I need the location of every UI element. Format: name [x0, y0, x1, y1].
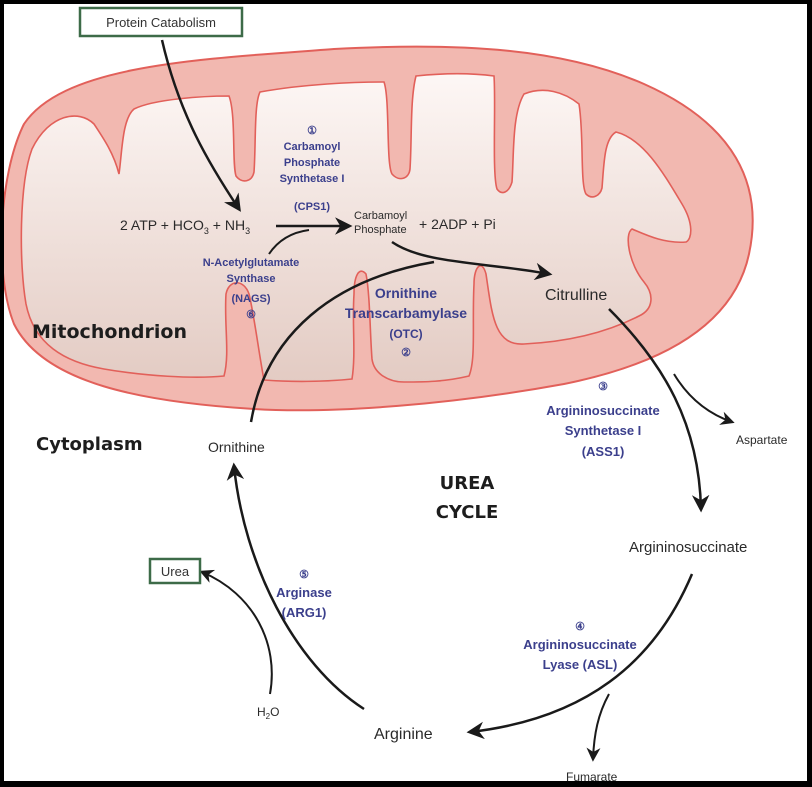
arginine-label: Arginine	[374, 726, 433, 743]
diagram-svg: Protein Catabolism Urea 2 ATP + HCO3 + N…	[4, 6, 788, 781]
urea-label: Urea	[161, 564, 190, 579]
arrow-arginine-to-ornithine	[226, 462, 365, 711]
protein-catabolism-label: Protein Catabolism	[106, 15, 216, 30]
enzyme-name-line: Synthase	[227, 273, 276, 285]
enzyme-name-line: Argininosuccinate	[523, 637, 636, 652]
enzyme-nags: N-Acetylglutamate Synthase (NAGS) ⑥	[203, 257, 300, 321]
protein-catabolism-box: Protein Catabolism	[78, 6, 244, 38]
water-label: H2O	[257, 705, 279, 721]
enzyme-abbrev: (ASS1)	[582, 444, 625, 459]
urea-cycle-diagram: Protein Catabolism Urea 2 ATP + HCO3 + N…	[4, 4, 807, 781]
enzyme-arg1: ⑤ Arginase (ARG1)	[276, 569, 332, 620]
enzyme-abbrev: (ARG1)	[282, 605, 327, 620]
urea-box: Urea	[148, 557, 202, 585]
enzyme-name-line: Phosphate	[284, 157, 340, 169]
enzyme-ass1: ③ Argininosuccinate Synthetase I (ASS1)	[546, 381, 659, 459]
enzyme-name-line: Synthetase I	[565, 423, 642, 438]
argininosuccinate-label: Argininosuccinate	[629, 539, 747, 556]
fumarate-label: Fumarate	[566, 770, 618, 781]
cps1-products: + 2ADP + Pi	[419, 216, 496, 232]
mitochondrion-label: Mitochondrion	[32, 321, 187, 343]
reactants-label: 2 ATP + HCO3 + NH3	[120, 217, 250, 236]
urea-cycle-title-line2: CYCLE	[436, 502, 499, 523]
enzyme-name-line: Argininosuccinate	[546, 403, 659, 418]
enzyme-otc: Ornithine Transcarbamylase (OTC) ②	[345, 285, 467, 359]
enzyme-name-line: Synthetase I	[280, 173, 345, 185]
arrow-ornithine-to-matrix	[249, 260, 435, 423]
enzyme-name-line: Transcarbamylase	[345, 305, 467, 321]
enzyme-name-line: Lyase (ASL)	[543, 657, 618, 672]
enzyme-step-number: ①	[307, 125, 317, 137]
enzyme-abbrev: (CPS1)	[294, 201, 330, 213]
arrow-argininosuccinate-to-arginine	[466, 573, 694, 740]
arrow-water-to-urea	[199, 569, 273, 695]
enzyme-name-line: N-Acetylglutamate	[203, 257, 300, 269]
ornithine-label: Ornithine	[208, 439, 265, 455]
arrow-citrulline-to-argininosuccinate	[608, 308, 710, 513]
enzyme-abbrev: (NAGS)	[231, 293, 270, 305]
inner-membrane	[20, 72, 692, 383]
arrow-carbamoyl-to-citrulline	[391, 240, 553, 281]
arrow-nags-curve	[268, 229, 310, 255]
enzyme-name-line: Carbamoyl	[284, 141, 341, 153]
urea-cycle-title-line1: UREA	[440, 473, 495, 494]
enzyme-abbrev: (OTC)	[389, 327, 422, 341]
enzyme-step-number: ⑥	[246, 309, 256, 321]
enzyme-step-number: ③	[598, 381, 608, 393]
cytoplasm-label: Cytoplasm	[36, 434, 143, 455]
arrow-protein-to-nh3	[160, 39, 241, 212]
carbamoyl-phosphate-line1: Carbamoyl	[354, 210, 407, 222]
carbamoyl-phosphate-line2: Phosphate	[354, 224, 407, 236]
enzyme-cps1: ① Carbamoyl Phosphate Synthetase I (CPS1…	[280, 125, 345, 213]
arrow-fumarate-branch	[586, 693, 610, 762]
enzyme-asl: ④ Argininosuccinate Lyase (ASL)	[523, 621, 636, 672]
enzyme-name-line: Arginase	[276, 585, 332, 600]
aspartate-label: Aspartate	[736, 433, 788, 447]
arrow-aspartate-branch	[673, 373, 735, 425]
enzyme-step-number: ⑤	[299, 569, 309, 581]
citrulline-label: Citrulline	[545, 287, 607, 304]
enzyme-step-number: ④	[575, 621, 585, 633]
enzyme-name-line: Ornithine	[375, 285, 437, 301]
enzyme-step-number: ②	[401, 347, 411, 359]
